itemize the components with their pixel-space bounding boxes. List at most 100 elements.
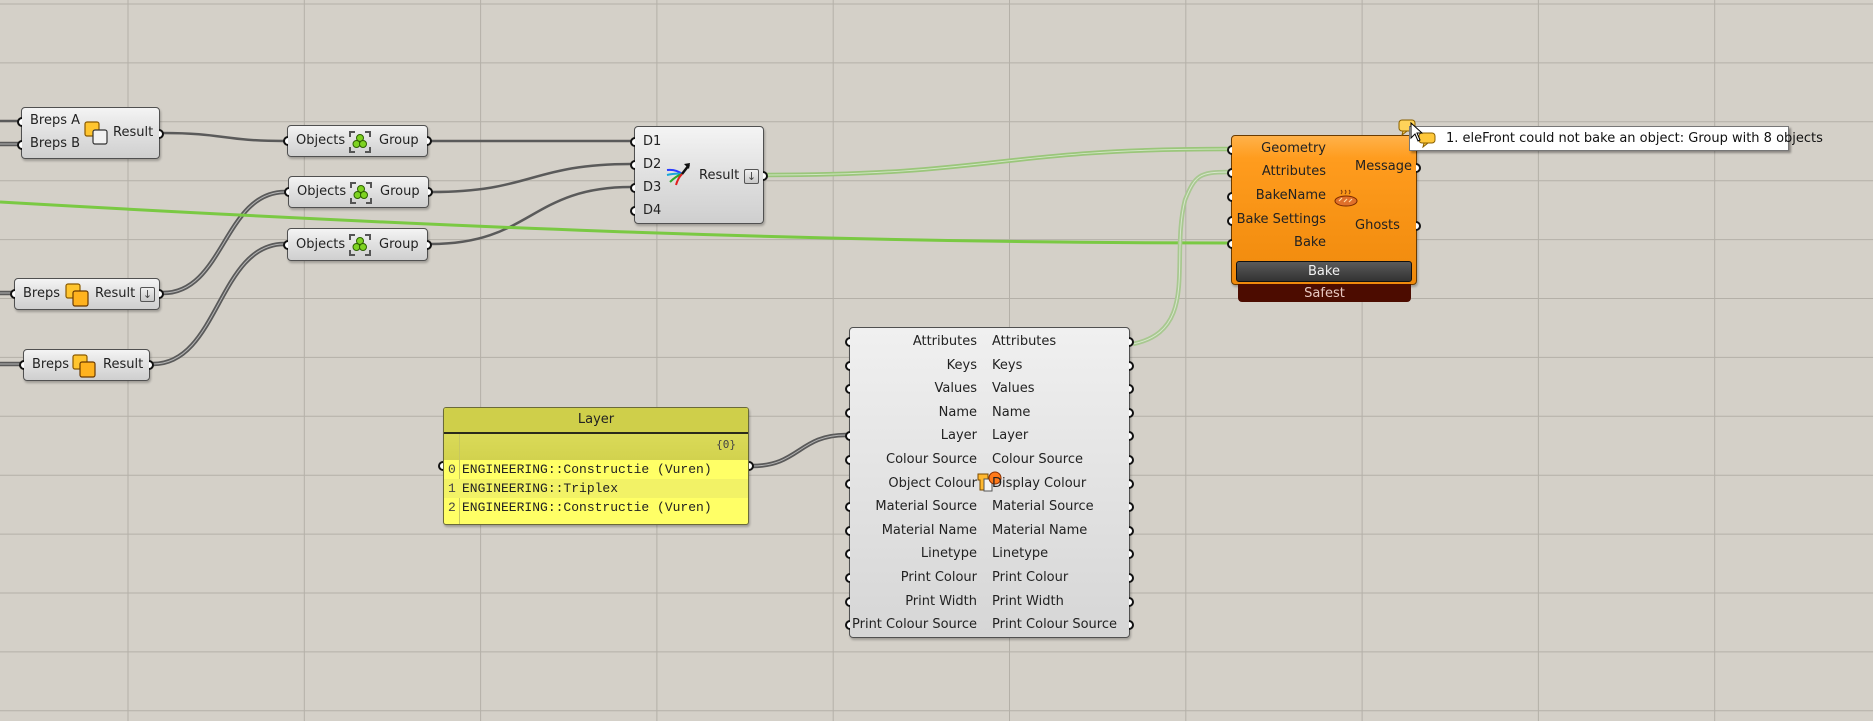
output-grip[interactable] (1129, 337, 1134, 347)
input-label: Material Name (881, 522, 977, 538)
solid-union-node-1[interactable]: Breps Result ↓ (10, 278, 164, 310)
output-grip[interactable] (1129, 620, 1134, 631)
input-label: Values (934, 381, 977, 397)
output-grip[interactable] (1129, 384, 1134, 395)
group-node-3[interactable]: Objects Group (283, 228, 432, 261)
wire-selected (1132, 169, 1229, 347)
input-grip[interactable] (845, 596, 850, 607)
input-label: Print Colour (900, 570, 977, 585)
input-grip[interactable] (845, 384, 850, 395)
flatten-toggle[interactable]: ↓ (140, 287, 155, 302)
input-label-objects: Objects (296, 133, 346, 148)
input-grip-objects[interactable] (283, 240, 288, 250)
output-grip[interactable] (1129, 502, 1134, 513)
merge-node[interactable]: D1 D2 D3 D4 Result ↓ (630, 126, 768, 224)
row-value: ENGINEERING::Constructie (Vuren) (462, 462, 712, 477)
output-grip[interactable] (1129, 573, 1134, 583)
group-icon (349, 131, 371, 153)
output-label: Keys (992, 357, 1023, 373)
input-label-breps-a: Breps A (30, 113, 81, 128)
output-grip-result[interactable] (159, 129, 164, 139)
output-grip-ghosts[interactable] (1416, 221, 1421, 231)
output-label: Display Colour (992, 475, 1087, 491)
output-grip-group[interactable] (428, 187, 433, 197)
bake-button[interactable]: Bake (1236, 261, 1412, 282)
input-grip-d3[interactable] (630, 183, 635, 193)
input-grip[interactable] (845, 573, 850, 583)
input-grip[interactable] (845, 478, 850, 489)
output-label: Colour Source (992, 452, 1083, 467)
input-grip-breps[interactable] (19, 360, 24, 370)
solid-union-node-2[interactable]: Breps Result (19, 349, 154, 381)
panel-row: 1 ENGINEERING::Triplex (444, 479, 748, 498)
input-grip[interactable] (845, 360, 850, 371)
input-label: Name (938, 404, 977, 420)
input-grip[interactable] (845, 549, 850, 560)
input-label: Material Source (875, 499, 977, 515)
input-label: Colour Source (886, 452, 977, 467)
input-label-d1: D1 (643, 134, 662, 149)
layer-panel[interactable]: Layer {0} 0 ENGINEERING::Constructie (Vu… (443, 407, 749, 525)
input-grip[interactable] (845, 455, 850, 465)
output-grip[interactable] (1129, 525, 1134, 536)
input-grip-objects[interactable] (284, 187, 289, 197)
output-grip[interactable] (1129, 407, 1134, 418)
group-node-2[interactable]: Objects Group (284, 176, 433, 208)
input-grip[interactable] (845, 407, 850, 418)
input-label: Attributes (912, 334, 977, 349)
row-index: 2 (448, 500, 456, 515)
input-grip-attributes[interactable] (1227, 168, 1232, 178)
input-grip[interactable] (845, 337, 850, 347)
output-grip[interactable] (1129, 596, 1134, 607)
input-grip-bake[interactable] (1227, 239, 1232, 249)
output-grip-group[interactable] (427, 240, 432, 250)
output-grip-message[interactable] (1416, 163, 1421, 173)
output-label: Values (992, 381, 1035, 397)
input-grip-d1[interactable] (630, 137, 635, 147)
wires (0, 119, 1229, 469)
input-label-objects: Objects (297, 184, 347, 199)
output-grip[interactable] (1129, 455, 1134, 465)
input-grip-breps-b[interactable] (17, 140, 22, 150)
input-grip-breps[interactable] (10, 289, 15, 299)
output-label: Name (992, 404, 1031, 420)
elefront-bake-node[interactable]: Geometry Attributes BakeName Bake Settin… (1227, 135, 1421, 285)
input-grip-breps-a[interactable] (17, 117, 22, 127)
wire-selected (0, 200, 1229, 245)
group-node-1[interactable]: Objects Group (283, 125, 432, 157)
group-icon (349, 234, 371, 256)
solid-difference-node[interactable]: Breps A Breps B Result (17, 107, 164, 159)
output-grip-result[interactable] (763, 171, 768, 181)
input-grip-d4[interactable] (630, 206, 635, 216)
output-grip[interactable] (1129, 360, 1134, 371)
input-label: Object Colour (888, 475, 977, 491)
bake-bread-icon (1334, 189, 1358, 207)
input-label-d4: D4 (643, 203, 662, 218)
output-grip-group[interactable] (427, 136, 432, 146)
input-label-attributes: Attributes (1261, 164, 1326, 179)
output-label: Material Name (992, 522, 1088, 538)
row-value: ENGINEERING::Triplex (462, 481, 619, 496)
output-grip[interactable] (1129, 478, 1134, 489)
input-grip[interactable] (845, 620, 850, 631)
input-grip[interactable] (845, 431, 850, 442)
output-label: Attributes (992, 334, 1057, 349)
flatten-toggle[interactable]: ↓ (744, 169, 759, 184)
input-grip-d2[interactable] (630, 160, 635, 170)
input-label-bake: Bake (1294, 235, 1326, 250)
panel-output-grip[interactable] (749, 461, 754, 471)
output-label-result: Result (699, 168, 740, 183)
input-grip-bakename[interactable] (1227, 192, 1232, 202)
output-grip-result[interactable] (149, 360, 154, 370)
output-grip-result[interactable] (159, 289, 164, 299)
input-grip[interactable] (845, 525, 850, 536)
input-grip-geometry[interactable] (1227, 145, 1232, 155)
bake-mode-label[interactable]: Safest (1238, 284, 1411, 302)
input-grip-bake-settings[interactable] (1227, 216, 1232, 226)
output-label-ghosts: Ghosts (1355, 218, 1400, 233)
input-grip-objects[interactable] (283, 136, 288, 146)
modify-attributes-icon (977, 471, 1002, 492)
panel-input-grip[interactable] (438, 461, 443, 471)
input-grip[interactable] (845, 502, 850, 513)
